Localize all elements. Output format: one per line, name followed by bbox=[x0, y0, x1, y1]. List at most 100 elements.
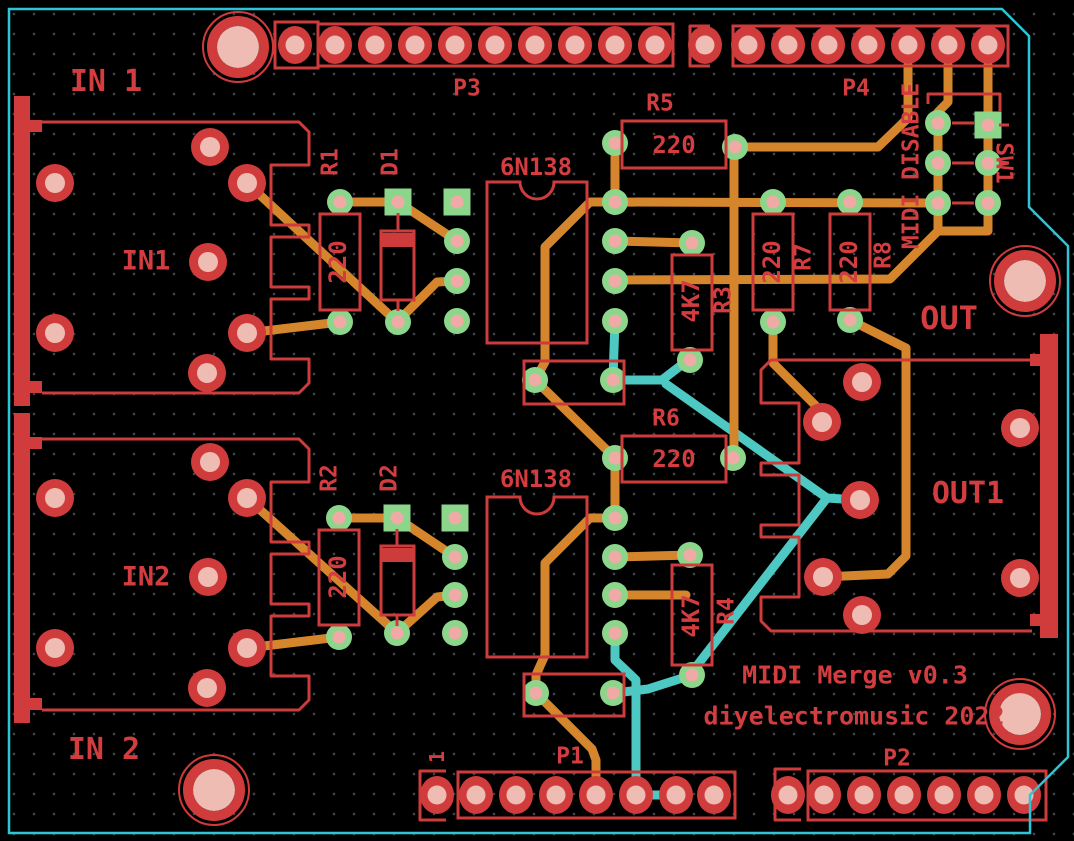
label-ic2[interactable]: 6N138 bbox=[499, 465, 573, 493]
mount-hole-1[interactable] bbox=[207, 16, 269, 78]
pad-din-in2-4-hole bbox=[198, 567, 218, 587]
din-out1-outline[interactable] bbox=[759, 358, 1032, 633]
pad-p3-7-hole bbox=[525, 35, 545, 55]
pad-p3-8-hole bbox=[565, 35, 585, 55]
pad-th-10-hole bbox=[608, 314, 622, 328]
label-r6[interactable]: R6 bbox=[652, 405, 680, 432]
r8-outline[interactable] bbox=[828, 212, 872, 312]
trace-ic1-c1[interactable] bbox=[530, 197, 618, 385]
trace-ic2-p1-back[interactable] bbox=[610, 628, 641, 800]
pad-p3-9-hole bbox=[605, 35, 625, 55]
pad-p2-1-hole bbox=[778, 785, 798, 805]
pad-p4-4-hole bbox=[818, 35, 838, 55]
din-out1-shield-bar bbox=[1040, 334, 1058, 638]
din-in1-outline[interactable] bbox=[42, 120, 311, 395]
pad-p1-8-hole bbox=[704, 785, 724, 805]
r7-outline[interactable] bbox=[751, 212, 795, 312]
pad-th-40-hole bbox=[683, 548, 697, 562]
label-p1[interactable]: P1 bbox=[556, 743, 584, 770]
r6-outline[interactable] bbox=[620, 434, 728, 484]
label-in2-conn[interactable]: IN2 bbox=[121, 561, 171, 593]
pad-th-13-hole bbox=[528, 373, 542, 387]
c2-outline[interactable] bbox=[522, 672, 626, 718]
label-p2[interactable]: P2 bbox=[883, 745, 911, 772]
r1-outline[interactable] bbox=[318, 212, 362, 312]
label-out1-conn[interactable]: OUT1 bbox=[931, 476, 1005, 511]
value-r1[interactable]: 220 bbox=[324, 240, 352, 284]
p3-pin1-box[interactable] bbox=[273, 20, 320, 70]
label-midi-disable[interactable]: MIDI DISABLE bbox=[898, 82, 925, 250]
r3-outline[interactable] bbox=[670, 253, 714, 352]
label-r1[interactable]: R1 bbox=[317, 148, 344, 176]
ic1-6n138-outline[interactable] bbox=[485, 180, 589, 345]
din-out1-tab-bottom bbox=[1030, 614, 1040, 626]
value-r2[interactable]: 220 bbox=[324, 555, 352, 599]
pad-th-20-hole bbox=[843, 313, 857, 327]
mount-hole-2-hole bbox=[1004, 260, 1046, 302]
label-r2[interactable]: R2 bbox=[316, 464, 343, 492]
r2-outline[interactable] bbox=[317, 528, 361, 627]
value-r8[interactable]: 220 bbox=[835, 240, 863, 284]
pad-din-in2-2-hole bbox=[45, 488, 65, 508]
pad-th-sq-1-hole bbox=[391, 195, 405, 209]
label-d1[interactable]: D1 bbox=[377, 148, 404, 176]
trace-p4-r5[interactable] bbox=[732, 60, 913, 152]
label-in1-conn[interactable]: IN1 bbox=[121, 245, 171, 277]
pad-p1-1-hole bbox=[427, 785, 447, 805]
mount-hole-4[interactable] bbox=[183, 759, 245, 821]
value-r7[interactable]: 220 bbox=[758, 240, 786, 284]
label-r4[interactable]: R4 bbox=[713, 597, 740, 625]
trace-out1-r4-back[interactable] bbox=[687, 493, 832, 677]
pad-th-5-hole bbox=[450, 274, 464, 288]
pad-th-22-hole bbox=[931, 156, 945, 170]
label-r8[interactable]: R8 bbox=[870, 241, 897, 269]
board-credit[interactable]: diyelectromusic 2022 bbox=[703, 701, 1005, 731]
trace-ic2-c2[interactable] bbox=[531, 513, 618, 698]
board-edge-outline[interactable] bbox=[7, 7, 1070, 835]
mount-hole-3[interactable] bbox=[989, 683, 1051, 745]
din-in2-outline[interactable] bbox=[42, 437, 311, 712]
pad-p4-3-hole bbox=[778, 35, 798, 55]
pad-th-41-hole bbox=[685, 668, 699, 682]
ic2-6n138-outline[interactable] bbox=[485, 495, 589, 659]
mount-hole-2[interactable] bbox=[994, 250, 1056, 312]
p1-header-box[interactable] bbox=[456, 770, 737, 820]
p4-header-box[interactable] bbox=[731, 24, 1010, 68]
label-p1-pin1[interactable]: 1 bbox=[425, 750, 449, 764]
board-title[interactable]: MIDI Merge v0.3 bbox=[742, 660, 968, 690]
r5-outline[interactable] bbox=[620, 119, 728, 170]
pad-p1-2-hole bbox=[466, 785, 486, 805]
trace-r4-c2-back[interactable] bbox=[610, 670, 697, 698]
c1-outline[interactable] bbox=[522, 359, 626, 406]
value-r4[interactable]: 4K7 bbox=[677, 594, 705, 638]
label-r5[interactable]: R5 bbox=[646, 90, 674, 117]
label-r3[interactable]: R3 bbox=[710, 286, 737, 314]
pad-th-6-hole bbox=[450, 314, 464, 328]
pad-p2-5-hole bbox=[934, 785, 954, 805]
label-ic1[interactable]: 6N138 bbox=[499, 153, 573, 181]
trace-bus-280[interactable] bbox=[610, 226, 943, 285]
p1-pin1-bracket bbox=[418, 769, 446, 822]
pad-th-1-hole bbox=[333, 195, 347, 209]
label-d2[interactable]: D2 bbox=[376, 464, 403, 492]
trace-c1-r6[interactable] bbox=[530, 375, 620, 463]
value-r5[interactable]: 220 bbox=[652, 131, 696, 159]
r4-outline[interactable] bbox=[670, 563, 714, 667]
label-r7[interactable]: R7 bbox=[790, 243, 817, 271]
mount-hole-1-ring bbox=[202, 11, 274, 83]
label-sw1[interactable]: SW1 bbox=[990, 142, 1017, 184]
pad-din-in1-7-hole bbox=[197, 363, 217, 383]
trace-r8-out1[interactable] bbox=[818, 315, 911, 582]
label-p3[interactable]: P3 bbox=[453, 75, 481, 102]
value-r6[interactable]: 220 bbox=[652, 445, 696, 473]
label-in-2[interactable]: IN 2 bbox=[67, 732, 141, 767]
label-in-1[interactable]: IN 1 bbox=[69, 64, 143, 99]
label-out[interactable]: OUT bbox=[920, 299, 978, 337]
p2-header-box[interactable] bbox=[806, 769, 1048, 822]
value-r3[interactable]: 4K7 bbox=[677, 279, 705, 323]
label-p4[interactable]: P4 bbox=[842, 75, 870, 102]
mount-hole-3-ring bbox=[984, 678, 1056, 750]
pad-th-11-hole bbox=[608, 136, 622, 150]
trace-sw1-u[interactable] bbox=[933, 200, 993, 236]
pad-th-19-hole bbox=[843, 195, 857, 209]
